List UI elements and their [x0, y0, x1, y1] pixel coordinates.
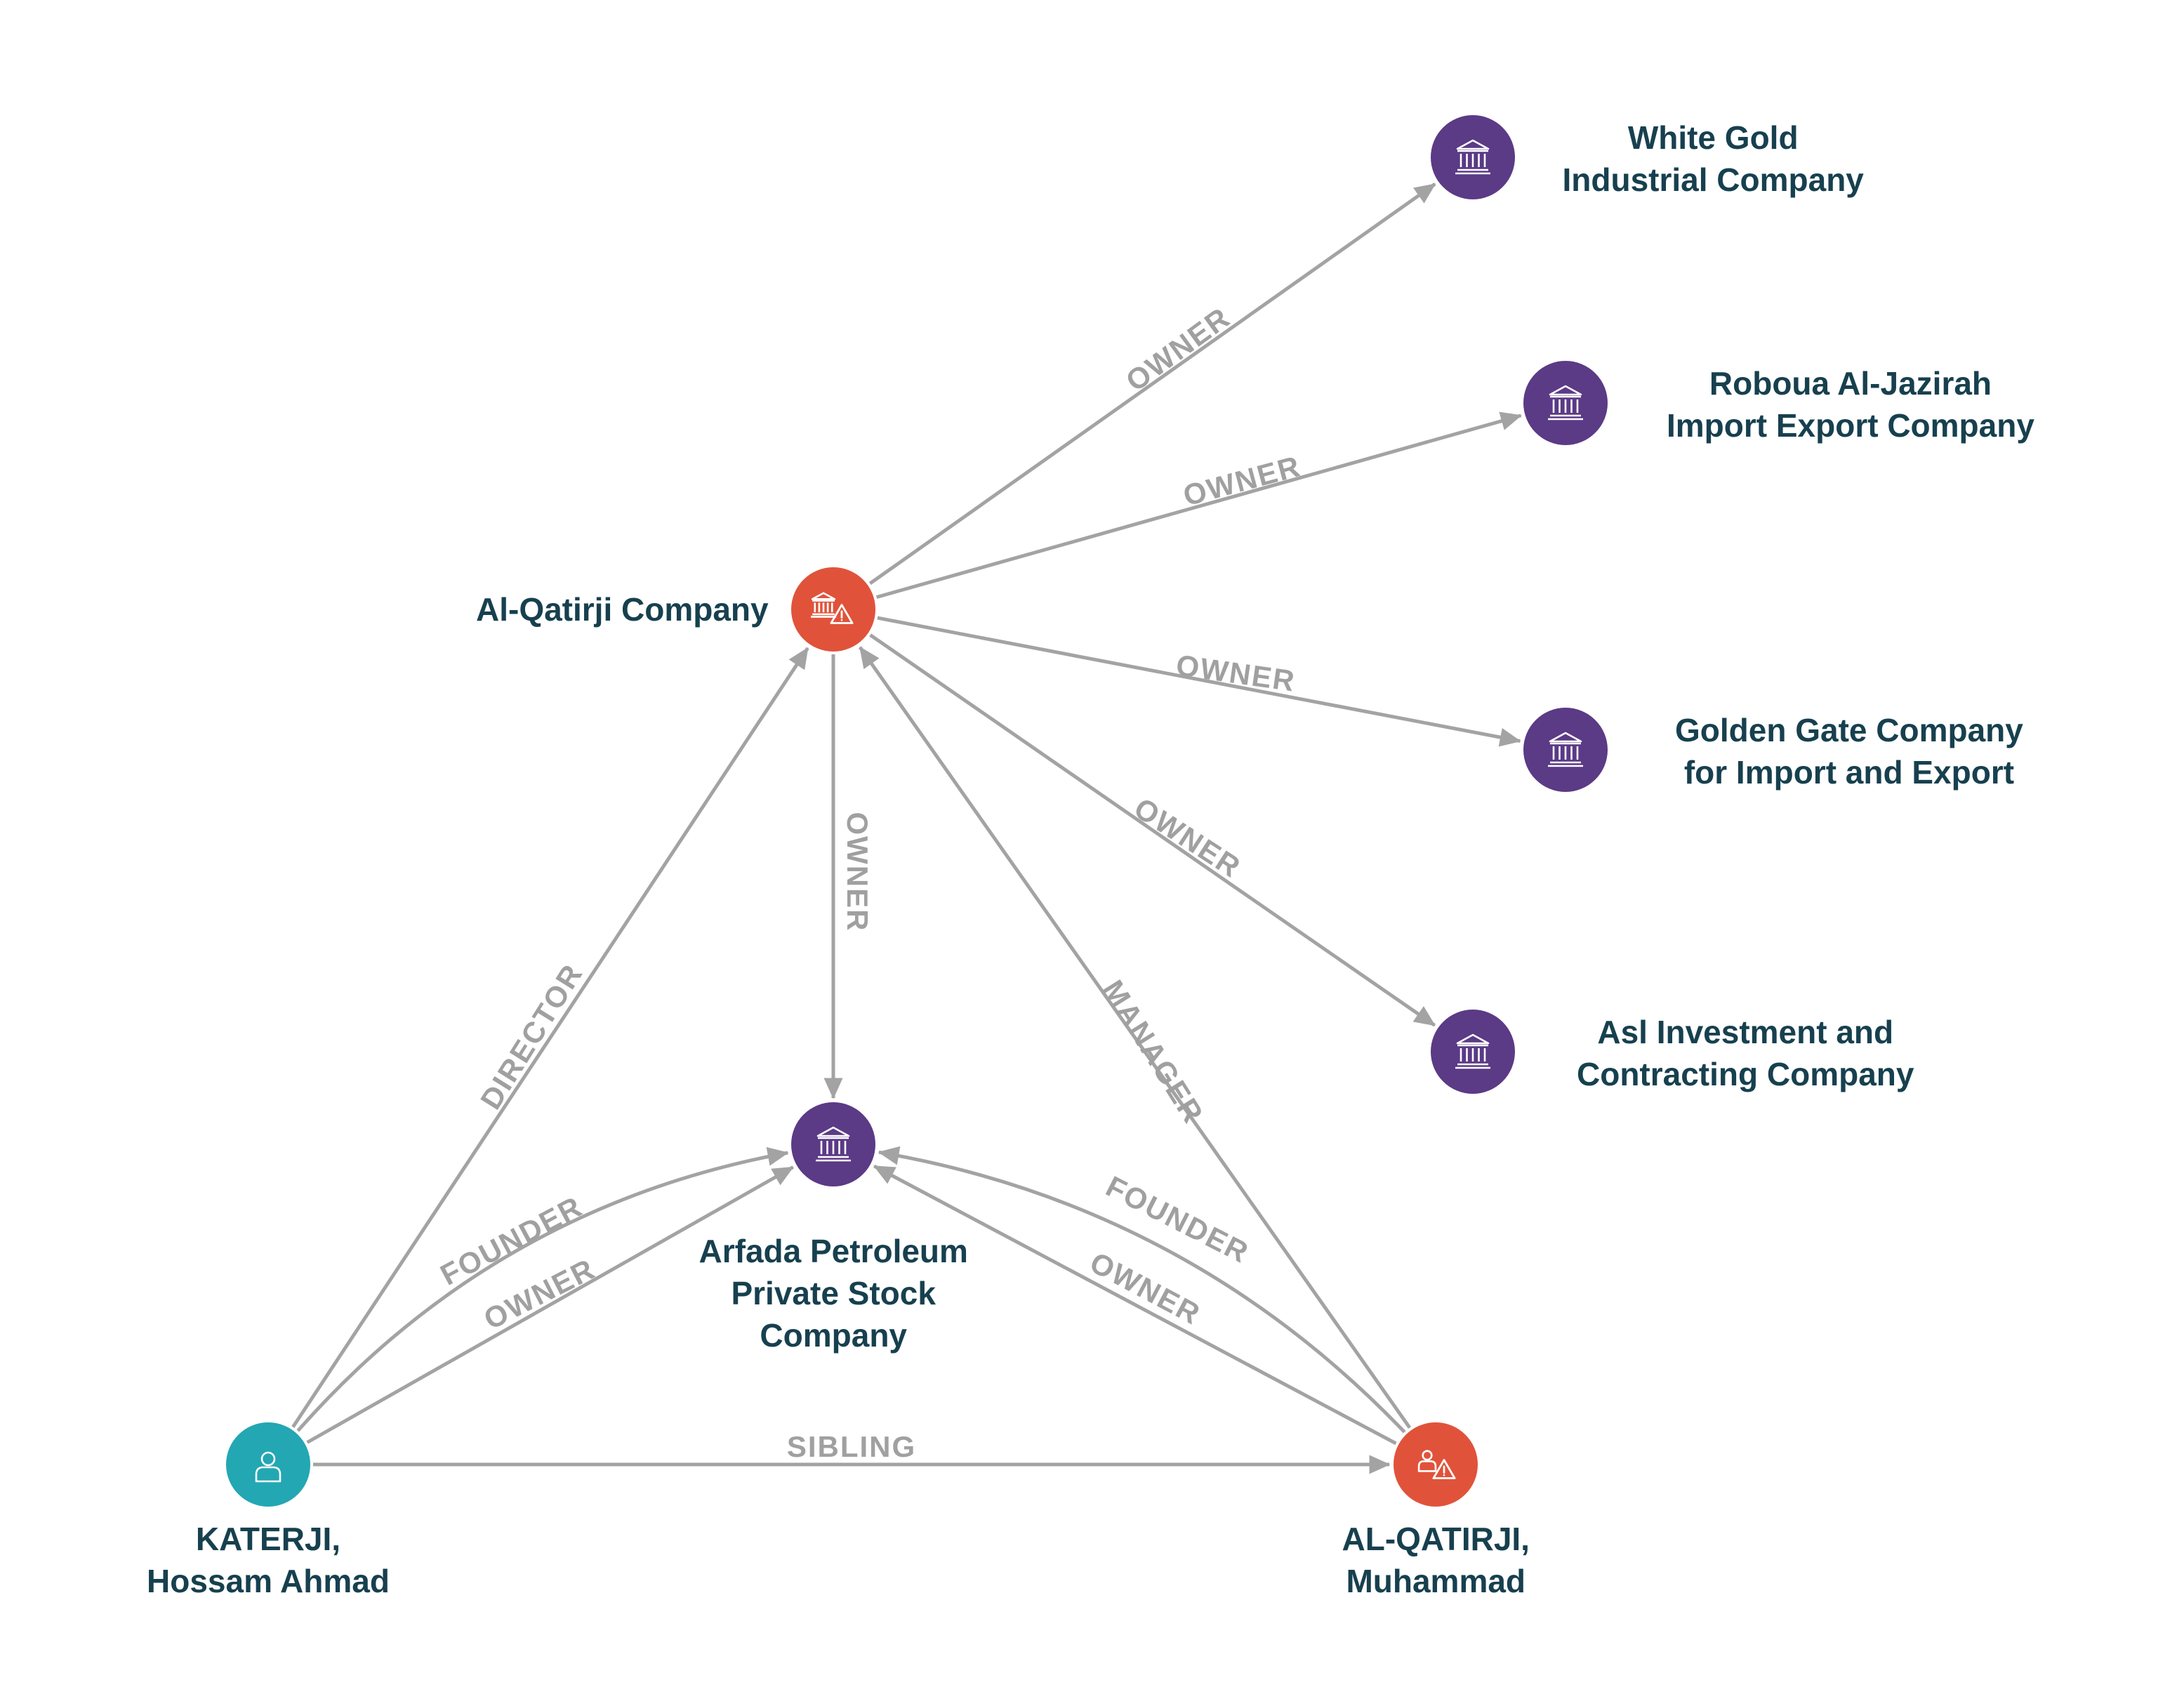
- node-label-line: Import Export Company: [1667, 407, 2034, 444]
- node-katerji[interactable]: [226, 1422, 310, 1507]
- node-label-line: Contracting Company: [1577, 1056, 1914, 1092]
- node-roboua[interactable]: [1523, 361, 1608, 445]
- node-label-line: Golden Gate Company: [1675, 712, 2023, 748]
- node-label-katerji: KATERJI, Hossam Ahmad: [147, 1518, 390, 1602]
- bank-icon: [1548, 732, 1583, 767]
- node-asl[interactable]: [1431, 1010, 1515, 1094]
- node-label-line: for Import and Export: [1683, 754, 2015, 791]
- node-label-line: Hossam Ahmad: [147, 1563, 390, 1599]
- node-golden_gate[interactable]: [1523, 708, 1608, 792]
- node-label-al_qatirji_company: Al-Qatirji Company: [476, 588, 769, 630]
- edge-label-sibling: SIBLING: [787, 1430, 916, 1463]
- edge-label-owner: OWNER: [1128, 791, 1247, 885]
- nodes-layer: [226, 115, 1608, 1507]
- bank-icon: [816, 1126, 851, 1162]
- node-label-line: White Gold: [1627, 119, 1799, 156]
- node-label-line: Muhammad: [1346, 1563, 1526, 1599]
- node-label-golden_gate: Golden Gate Company for Import and Export: [1675, 709, 2023, 793]
- edge-al_qatirji_company-to-golden_gate-owner: [877, 616, 1521, 747]
- node-label-line: Roboua Al-Jazirah: [1709, 365, 1992, 402]
- person-icon: [255, 1451, 282, 1483]
- edge-label-owner: OWNER: [1179, 449, 1304, 513]
- node-circle[interactable]: [791, 567, 875, 652]
- node-label-al_qatirji_muhammad: AL-QATIRJI, Muhammad: [1342, 1518, 1530, 1602]
- node-label-line: KATERJI,: [195, 1521, 341, 1557]
- node-label-line: Al-Qatirji Company: [476, 591, 769, 628]
- node-al_qatirji_company[interactable]: [791, 567, 875, 652]
- edge-al_qatirji_muhammad-to-al_qatirji_company-manager: [858, 646, 1412, 1429]
- bank-icon: [1548, 385, 1583, 421]
- node-label-line: Arfada Petroleum: [699, 1233, 968, 1269]
- edges-layer: [291, 183, 1522, 1474]
- edge-label-owner: OWNER: [1120, 300, 1236, 398]
- bank-icon: [1455, 139, 1490, 175]
- edge-katerji-to-arfada-owner: [306, 1165, 794, 1444]
- bank-icon: [1455, 1033, 1490, 1069]
- edge-al_qatirji_company-to-roboua-owner: [875, 411, 1522, 600]
- node-al_qatirji_muhammad[interactable]: [1394, 1422, 1478, 1507]
- edge-al_qatirji_muhammad-to-arfada-founder: [878, 1146, 1406, 1434]
- node-label-line: Private Stock: [731, 1275, 936, 1311]
- node-label-line: AL-QATIRJI,: [1342, 1521, 1530, 1557]
- node-label-line: Asl Investment and: [1597, 1014, 1894, 1050]
- edge-label-owner: OWNER: [841, 812, 874, 932]
- edge-al_qatirji_company-to-asl-owner: [869, 633, 1436, 1027]
- node-label-line: Industrial Company: [1562, 161, 1864, 198]
- edge-label-manager: MANAGER: [1097, 974, 1210, 1130]
- person-warning-icon: [1417, 1450, 1456, 1479]
- edge-katerji-to-arfada-founder: [296, 1146, 789, 1432]
- edge-label-owner: OWNER: [1174, 648, 1298, 697]
- edge-al_qatirji_muhammad-to-arfada-owner: [873, 1164, 1397, 1446]
- edge-al_qatirji_company-to-white_gold-owner: [868, 183, 1436, 586]
- bank-warning-icon: [811, 592, 854, 624]
- node-white_gold[interactable]: [1431, 115, 1515, 199]
- edge-label-director: DIRECTOR: [474, 958, 589, 1115]
- edge-katerji-to-al_qatirji_company-director: [291, 647, 809, 1428]
- node-label-line: Company: [760, 1317, 908, 1354]
- node-arfada[interactable]: [791, 1102, 875, 1186]
